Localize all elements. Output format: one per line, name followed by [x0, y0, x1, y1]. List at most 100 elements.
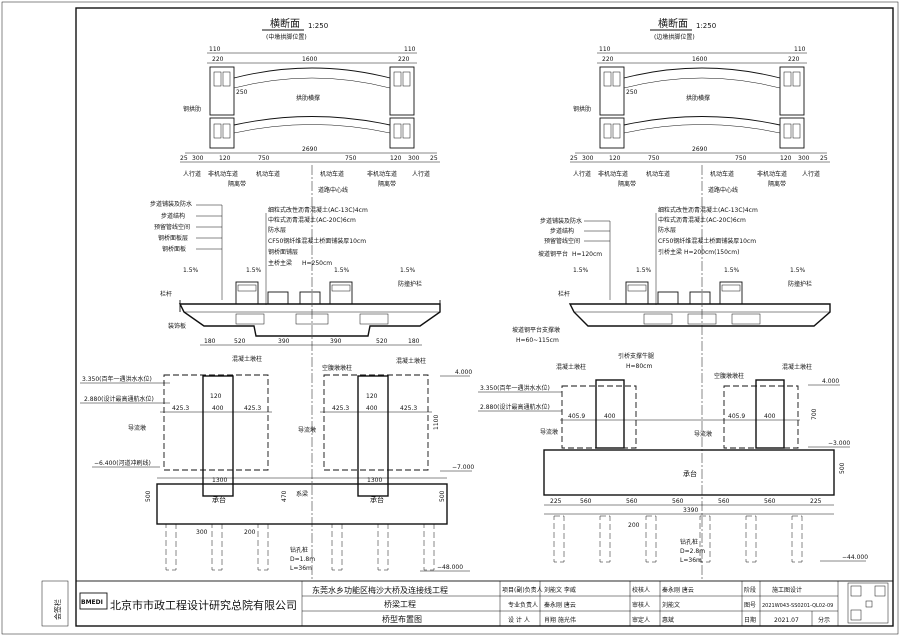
svg-text:560: 560: [626, 498, 638, 505]
arch-brace-upper: [233, 67, 391, 79]
svg-text:机动车道: 机动车道: [646, 170, 670, 178]
svg-text:520: 520: [234, 338, 246, 345]
svg-text:425.3: 425.3: [244, 405, 261, 412]
svg-text:栏杆: 栏杆: [160, 290, 172, 298]
svg-text:25: 25: [570, 155, 578, 162]
svg-text:步道结构: 步道结构: [550, 227, 574, 235]
svg-text:细粒式改性沥青混凝土(AC-13C)4cm: 细粒式改性沥青混凝土(AC-13C)4cm: [268, 206, 368, 214]
svg-text:承台: 承台: [212, 495, 226, 504]
svg-text:导流墩: 导流墩: [540, 428, 558, 436]
svg-text:惠斌: 惠斌: [662, 616, 674, 624]
svg-text:750: 750: [735, 155, 747, 162]
svg-text:步道铺装及防水: 步道铺装及防水: [540, 217, 582, 225]
svg-text:1600: 1600: [302, 56, 317, 63]
svg-text:钢桥面板层: 钢桥面板层: [158, 234, 188, 242]
svg-text:人行道: 人行道: [412, 170, 430, 178]
svg-text:300: 300: [408, 155, 420, 162]
svg-text:180: 180: [204, 338, 216, 345]
svg-text:120: 120: [219, 155, 231, 162]
svg-text:110: 110: [794, 46, 806, 53]
svg-text:300: 300: [196, 529, 208, 536]
svg-text:防水层: 防水层: [658, 226, 676, 234]
svg-text:220: 220: [788, 56, 800, 63]
svg-text:470: 470: [281, 490, 288, 502]
svg-text:非机动车道: 非机动车道: [367, 170, 397, 178]
svg-text:设 计 人: 设 计 人: [508, 616, 530, 624]
pier-column-left: [202, 375, 234, 497]
svg-text:D=1.8m: D=1.8m: [290, 556, 315, 563]
svg-text:钢桥面铺层: 钢桥面铺层: [268, 248, 298, 256]
svg-text:机动车道: 机动车道: [710, 170, 734, 178]
bus-icon: [329, 281, 353, 305]
svg-text:250: 250: [236, 89, 248, 96]
car-icon: [657, 291, 679, 305]
svg-text:425.3: 425.3: [332, 405, 349, 412]
svg-text:系梁: 系梁: [296, 490, 308, 498]
svg-text:空腹墩墩柱: 空腹墩墩柱: [322, 364, 352, 372]
pier-column-right: [357, 375, 389, 497]
svg-text:施工图设计: 施工图设计: [772, 586, 802, 594]
svg-text:520: 520: [376, 338, 388, 345]
svg-text:200: 200: [628, 522, 640, 529]
svg-text:2021W043-SS0201-QL02-09: 2021W043-SS0201-QL02-09: [762, 603, 833, 609]
svg-text:日期: 日期: [744, 616, 756, 624]
pile-cap-left: [156, 483, 448, 525]
piles-left: [165, 523, 435, 571]
svg-text:承台: 承台: [683, 469, 697, 478]
svg-text:400: 400: [604, 413, 616, 420]
svg-text:4.000: 4.000: [455, 369, 472, 376]
svg-text:非机动车道: 非机动车道: [757, 170, 787, 178]
svg-text:120: 120: [366, 393, 378, 400]
svg-text:H=60~115cm: H=60~115cm: [516, 337, 559, 344]
svg-text:隔离带: 隔离带: [618, 180, 636, 188]
svg-text:引桥支撑牛腿: 引桥支撑牛腿: [618, 352, 654, 360]
svg-text:钻孔桩: 钻孔桩: [290, 546, 308, 554]
svg-text:H=250cm: H=250cm: [302, 260, 332, 267]
svg-text:预留管线空间: 预留管线空间: [154, 223, 190, 231]
svg-text:道路中心线: 道路中心线: [708, 186, 738, 194]
svg-text:导流墩: 导流墩: [298, 426, 316, 434]
svg-text:120: 120: [609, 155, 621, 162]
svg-text:1.5%: 1.5%: [183, 267, 199, 274]
svg-text:隔离带: 隔离带: [378, 180, 396, 188]
svg-text:审定人: 审定人: [632, 616, 650, 624]
svg-text:混凝土墩柱: 混凝土墩柱: [396, 357, 426, 365]
svg-text:空腹墩墩柱: 空腹墩墩柱: [714, 372, 744, 380]
project-name: 东莞水乡功能区梅沙大桥及连接线工程: [312, 585, 448, 595]
drainage-pier-right: [323, 374, 429, 471]
svg-text:2.880(设计最高通航水位): 2.880(设计最高通航水位): [480, 403, 550, 411]
svg-text:刘能文 李威: 刘能文 李威: [544, 586, 576, 594]
svg-text:1.5%: 1.5%: [246, 267, 262, 274]
svg-text:H=120cm: H=120cm: [572, 251, 602, 258]
svg-text:CF50钢纤维混凝土桥面铺装厚10cm: CF50钢纤维混凝土桥面铺装厚10cm: [268, 237, 366, 245]
bus-icon: [719, 281, 743, 305]
svg-text:秦永刚 唐云: 秦永刚 唐云: [544, 601, 576, 609]
svg-text:CF50钢纤维混凝土桥面铺装厚10cm: CF50钢纤维混凝土桥面铺装厚10cm: [658, 237, 756, 245]
countersign-strip: 会签栏: [41, 580, 69, 627]
svg-text:300: 300: [582, 155, 594, 162]
svg-text:坡道钢平台: 坡道钢平台: [538, 250, 568, 258]
svg-text:220: 220: [212, 56, 224, 63]
svg-text:110: 110: [404, 46, 416, 53]
svg-text:肖翔 施光伟: 肖翔 施光伟: [544, 616, 576, 624]
svg-text:25: 25: [430, 155, 438, 162]
svg-text:主桥主梁: 主桥主梁: [268, 259, 292, 267]
svg-text:120: 120: [210, 393, 222, 400]
svg-text:225: 225: [550, 498, 562, 505]
svg-text:承台: 承台: [370, 495, 384, 504]
svg-text:2690: 2690: [302, 146, 317, 153]
svg-text:防撞护栏: 防撞护栏: [788, 280, 812, 288]
pier-column-left: [595, 379, 625, 449]
road-center-label: 道路中心线: [318, 186, 348, 194]
left-cross-section: 横断面 1:250 (中墩拱脚位置) 110 110 220 220 1600 …: [80, 17, 474, 580]
title-block: BMEDI 北京市市政工程设计研究总院有限公司 东莞水乡功能区梅沙大桥及连接线工…: [75, 580, 894, 627]
right-cross-section: 横断面 1:250 (边墩拱脚位置) 110 110 220 220 1600 …: [478, 17, 868, 580]
svg-text:阶段: 阶段: [744, 586, 756, 594]
steel-arch-label: 钢拱肋: [183, 105, 201, 113]
svg-text:机动车道: 机动车道: [256, 170, 280, 178]
svg-text:秦永刚 唐云: 秦永刚 唐云: [662, 586, 694, 594]
svg-text:刘能文: 刘能文: [662, 601, 680, 609]
svg-text:1.5%: 1.5%: [573, 267, 589, 274]
svg-text:405.9: 405.9: [728, 413, 745, 420]
svg-text:225: 225: [810, 498, 822, 505]
